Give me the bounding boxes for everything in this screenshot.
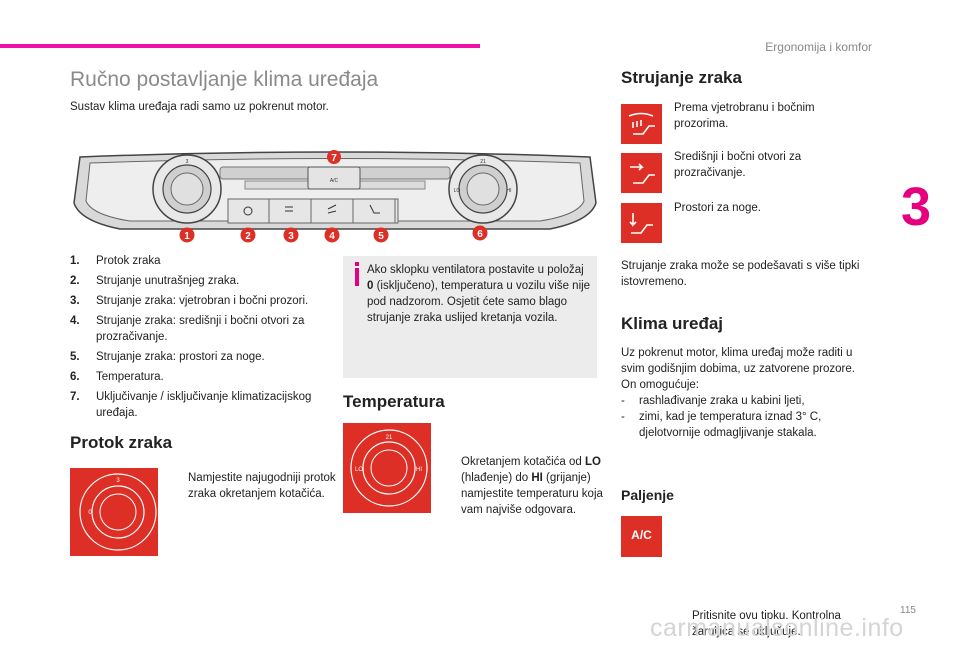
svg-text:5: 5 (378, 231, 384, 242)
list-item: 7.Uključivanje / isključivanje klimatiza… (70, 391, 312, 419)
svg-text:3: 3 (288, 231, 294, 242)
temperature-dial-image: 21 LO HI (343, 423, 431, 513)
section-header: Ergonomija i komfor (765, 40, 872, 54)
callout-4: 4 (324, 227, 340, 243)
svg-text:3: 3 (116, 478, 120, 484)
protok-text: Namjestite najugodniji protok zraka okre… (188, 472, 336, 500)
page-number: 115 (900, 605, 916, 616)
svg-text:4: 4 (329, 231, 335, 242)
heading-paljenje: Paljenje (621, 487, 674, 503)
list-item: 1.Protok zraka (70, 255, 161, 267)
svg-text:7: 7 (331, 153, 337, 164)
heading-temperatura: Temperatura (343, 392, 445, 411)
info-box: Ako sklopku ventilatora postavite u polo… (343, 256, 597, 378)
callout-2: 2 (240, 227, 256, 243)
list-item: 4.Strujanje zraka: središnji i bočni otv… (70, 315, 305, 343)
info-icon (355, 262, 359, 286)
callout-6: 6 (472, 225, 488, 241)
svg-text:0: 0 (88, 510, 92, 516)
svg-text:HI: HI (416, 467, 422, 473)
ac-button-label: A/C (631, 528, 652, 542)
ac-button-image: A/C (621, 516, 662, 557)
list-item: 2.Strujanje unutrašnjeg zraka. (70, 275, 240, 287)
watermark: carmanualsonline.info (650, 614, 904, 642)
list-item: 3.Strujanje zraka: vjetrobran i bočni pr… (70, 295, 309, 307)
heading-strujanje-zraka: Strujanje zraka (621, 68, 742, 87)
fan-dial-image: 3 0 (70, 468, 158, 556)
callout-3: 3 (283, 227, 299, 243)
strujanje-item-1-text: Prema vjetrobranu i bočnim prozorima. (674, 102, 815, 130)
callout-7: 7 (327, 150, 341, 164)
callout-1: 1 (179, 227, 195, 243)
top-accent-bar (0, 44, 480, 48)
heading-protok-zraka: Protok zraka (70, 433, 173, 452)
svg-text:21: 21 (480, 159, 486, 165)
svg-text:3: 3 (186, 159, 189, 165)
svg-text:1: 1 (184, 231, 190, 242)
klima-text: Uz pokrenut motor, klima uređaj može rad… (621, 347, 855, 439)
ac-panel-label: A/C (330, 178, 339, 184)
temperatura-text: Okretanjem kotačića od LO (hlađenje) do … (461, 456, 603, 516)
footwell-airflow-icon (621, 203, 662, 243)
chapter-number: 3 (900, 177, 932, 237)
windscreen-airflow-icon (621, 104, 662, 144)
panel-legend: 1.Protok zraka 2.Strujanje unutrašnjeg z… (70, 253, 330, 425)
info-text: Ako sklopku ventilatora postavite u polo… (367, 264, 591, 324)
strujanje-item-2-text: Središnji i bočni otvori za prozračivanj… (674, 151, 802, 179)
svg-text:LO: LO (355, 467, 363, 473)
callout-5: 5 (373, 227, 389, 243)
heading-klima-uredaj: Klima uređaj (621, 314, 724, 333)
svg-text:21: 21 (386, 435, 393, 441)
strujanje-item-3-text: Prostori za noge. (674, 202, 761, 214)
svg-text:LO: LO (454, 188, 461, 194)
page-intro: Sustav klima uređaja radi samo uz pokren… (70, 101, 329, 113)
strujanje-note: Strujanje zraka može se podešavati s viš… (621, 260, 860, 288)
list-item: 6.Temperatura. (70, 371, 164, 383)
climate-panel-illustration: A/C 3 21 LO HI 7 1 2 3 4 5 6 (70, 145, 600, 250)
svg-text:6: 6 (477, 229, 483, 240)
center-vents-airflow-icon (621, 153, 662, 193)
list-item: 5.Strujanje zraka: prostori za noge. (70, 351, 265, 363)
page-title: Ručno postavljanje klima uređaja (70, 68, 379, 91)
svg-text:2: 2 (245, 231, 251, 242)
paljenje-text: Pritisnite ovu tipku. Kontrolna žaruljic… (692, 610, 841, 638)
svg-text:HI: HI (507, 188, 512, 194)
